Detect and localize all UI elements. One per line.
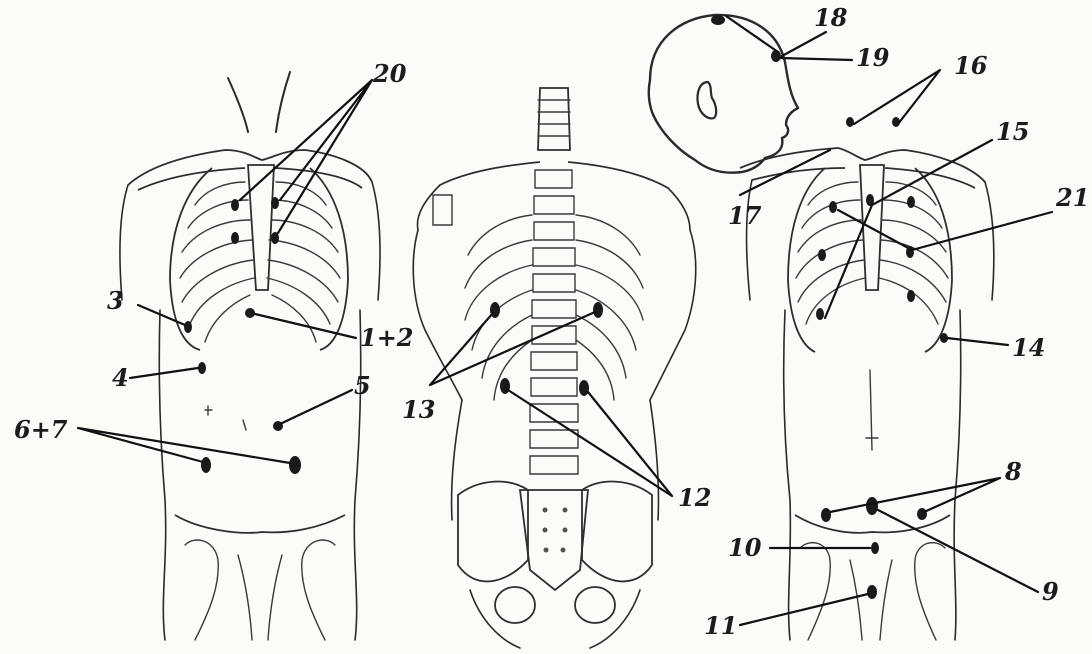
marker-point <box>821 508 831 522</box>
point-label: 5 <box>354 374 371 398</box>
marker-point <box>871 542 879 554</box>
point-label: 12 <box>678 486 711 510</box>
point-label: 13 <box>402 398 435 422</box>
point-label: 17 <box>728 204 761 228</box>
head-and-torso-figure <box>649 15 994 640</box>
marker-point <box>231 199 239 211</box>
marker-point <box>917 508 927 520</box>
leader-lines <box>78 16 1052 625</box>
marker-point <box>711 15 725 25</box>
point-label: 3 <box>107 289 124 313</box>
point-label: 6+7 <box>14 418 68 442</box>
marker-point <box>245 308 255 318</box>
point-label: 14 <box>1012 336 1045 360</box>
point-label: 15 <box>996 120 1029 144</box>
marker-point <box>907 196 915 208</box>
marker-point <box>907 290 915 302</box>
marker-point <box>816 308 824 320</box>
point-label: 21 <box>1056 186 1089 210</box>
point-label: 8 <box>1005 460 1022 484</box>
marker-point <box>231 232 239 244</box>
marker-point <box>846 117 854 127</box>
marker-point <box>184 321 192 333</box>
marker-point <box>593 302 603 318</box>
marker-point <box>579 380 589 396</box>
marker-point <box>867 585 877 599</box>
point-label: 11 <box>704 614 737 638</box>
marker-point <box>201 457 211 473</box>
posterior-torso-figure <box>413 88 695 648</box>
point-label: 10 <box>728 536 761 560</box>
point-label: 4 <box>112 366 129 390</box>
point-label: 9 <box>1042 580 1059 604</box>
point-label: 18 <box>814 6 847 30</box>
marker-point <box>198 362 206 374</box>
anterior-torso-figure <box>120 72 380 640</box>
marker-point <box>866 497 878 515</box>
point-label: 1+2 <box>360 326 414 350</box>
point-label: 20 <box>373 62 406 86</box>
point-label: 16 <box>954 54 987 78</box>
marker-point <box>271 197 279 209</box>
marker-point <box>818 249 826 261</box>
point-label: 19 <box>856 46 889 70</box>
marker-point <box>289 456 301 474</box>
marker-point <box>829 201 837 213</box>
